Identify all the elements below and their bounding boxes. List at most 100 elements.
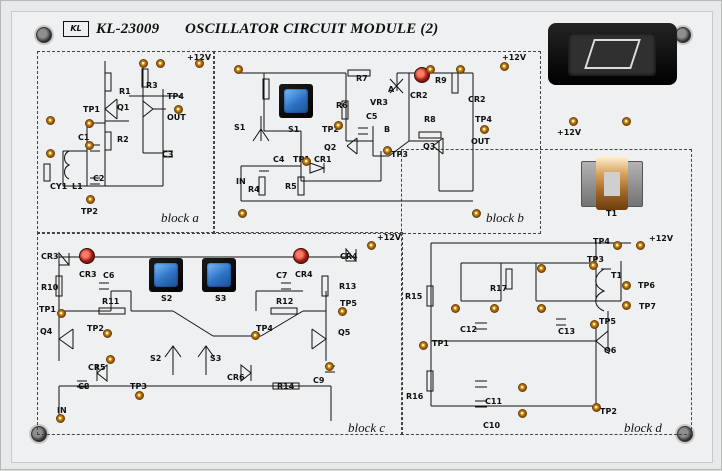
plus12v-label-a: +12V <box>187 53 212 62</box>
plus12v-label-d: +12V <box>649 234 674 243</box>
plus12-c-jack[interactable] <box>367 241 376 250</box>
brand-mark: KL <box>63 21 89 37</box>
module-title: OSCILLATOR CIRCUIT MODULE (2) <box>185 21 439 37</box>
block-d-region <box>401 149 692 435</box>
label-tp3-b: TP3 <box>391 150 408 159</box>
c9-c-jack[interactable] <box>325 362 334 371</box>
in-c-jack[interactable] <box>56 414 65 423</box>
label-out-b: OUT <box>471 137 490 146</box>
tp4-c-jack[interactable] <box>251 331 260 340</box>
jack-d-c11[interactable] <box>518 383 527 392</box>
top-left-screw <box>36 27 52 43</box>
label-r9: R9 <box>435 76 447 85</box>
plus12-a-jack[interactable] <box>195 59 204 68</box>
jack-b-bottom-left[interactable] <box>238 209 247 218</box>
tp7-d-jack[interactable] <box>622 301 631 310</box>
tp3-c-jack[interactable] <box>135 391 144 400</box>
jack-d-r17-right[interactable] <box>537 304 546 313</box>
tp5-c-jack[interactable] <box>338 307 347 316</box>
label-r8: R8 <box>424 115 436 124</box>
label-r2: R2 <box>117 135 129 144</box>
label-tp6-d: TP6 <box>638 281 655 290</box>
label-tp2-a: TP2 <box>81 207 98 216</box>
block-a-label: block a <box>161 210 199 225</box>
label-s3: S3 <box>210 354 222 363</box>
jack-d-c12-right[interactable] <box>490 304 499 313</box>
plus12-d-jack[interactable] <box>636 241 645 250</box>
label-tp1-b: TP1 <box>293 155 310 164</box>
jack-r7[interactable] <box>426 65 435 74</box>
tp1-b-jack[interactable] <box>302 157 311 166</box>
ground-supply-jack[interactable] <box>622 117 631 126</box>
tp2-c-jack[interactable] <box>103 329 112 338</box>
label-q2: Q2 <box>324 143 337 152</box>
tp5-d-jack[interactable] <box>590 320 599 329</box>
jack-a-top-mid[interactable] <box>139 59 148 68</box>
tp1-a-jack[interactable] <box>85 119 94 128</box>
tp6-d-jack[interactable] <box>622 281 631 290</box>
label-s1: S1 <box>234 123 246 132</box>
label-cr2: CR2 <box>410 91 428 100</box>
tp4-d-jack[interactable] <box>613 241 622 250</box>
label-c11: C11 <box>485 397 503 406</box>
led-cr4 <box>293 248 309 264</box>
label-tp1-c: TP1 <box>39 305 56 314</box>
label-r1: R1 <box>119 87 131 96</box>
label-r3: R3 <box>146 81 158 90</box>
cr5-c-jack[interactable] <box>106 355 115 364</box>
label-c1: C1 <box>78 133 90 142</box>
tp1-c-jack[interactable] <box>57 309 66 318</box>
pushbutton-s2[interactable] <box>149 258 183 292</box>
jack-a-left-lower[interactable] <box>46 149 55 158</box>
tp4-a-jack[interactable] <box>174 105 183 114</box>
tp3-b-jack[interactable] <box>383 146 392 155</box>
tp1-d-jack[interactable] <box>419 341 428 350</box>
pushbutton-s3[interactable] <box>202 258 236 292</box>
label-q3: Q3 <box>423 142 436 151</box>
label-c6: C6 <box>103 271 115 280</box>
jack-b-top-left[interactable] <box>234 65 243 74</box>
label-r11: R11 <box>102 297 120 306</box>
label-l1: L1 <box>72 182 83 191</box>
label-c3: C3 <box>162 150 174 159</box>
label-r13: R13 <box>339 282 357 291</box>
label-t1: T1 <box>606 209 618 218</box>
label-tp1-a: TP1 <box>83 105 100 114</box>
tp2-d-jack[interactable] <box>592 403 601 412</box>
jack-c1-a[interactable] <box>85 141 94 150</box>
pushbutton-s1[interactable] <box>279 84 313 118</box>
label-a: A <box>388 85 395 94</box>
led-cr3 <box>79 248 95 264</box>
jack-d-r17-left[interactable] <box>537 264 546 273</box>
label-r17: R17 <box>490 284 508 293</box>
label-t1-d: T1 <box>611 271 623 280</box>
label-tp2-b: TP2 <box>322 125 339 134</box>
tp4-b-jack[interactable] <box>480 125 489 134</box>
tp2-a-jack[interactable] <box>86 195 95 204</box>
label-r4: R4 <box>248 185 260 194</box>
tp3-d-jack[interactable] <box>589 261 598 270</box>
label-r15: R15 <box>405 292 423 301</box>
tp2-b-jack[interactable] <box>334 121 343 130</box>
block-c-region <box>37 232 403 435</box>
plus12-supply-jack[interactable] <box>569 117 578 126</box>
jack-a-left-upper[interactable] <box>46 116 55 125</box>
label-cr4: CR4 <box>340 252 358 261</box>
transformer-t1 <box>581 156 643 210</box>
plus12-b-jack[interactable] <box>500 62 509 71</box>
jack-d-c12-left[interactable] <box>451 304 460 313</box>
label-cr6: CR6 <box>227 373 245 382</box>
label-cr4-led: CR4 <box>295 270 313 279</box>
jack-b-bottom-right[interactable] <box>472 209 481 218</box>
label-r12: R12 <box>276 297 294 306</box>
jack-a-top-right[interactable] <box>156 59 165 68</box>
label-c2: C2 <box>93 174 105 183</box>
plus12v-label-b: +12V <box>502 53 527 62</box>
jack-r9[interactable] <box>456 65 465 74</box>
label-r14: R14 <box>277 382 295 391</box>
jack-d-c10[interactable] <box>518 409 527 418</box>
label-tp2-c: TP2 <box>87 324 104 333</box>
label-c9: C9 <box>313 376 325 385</box>
